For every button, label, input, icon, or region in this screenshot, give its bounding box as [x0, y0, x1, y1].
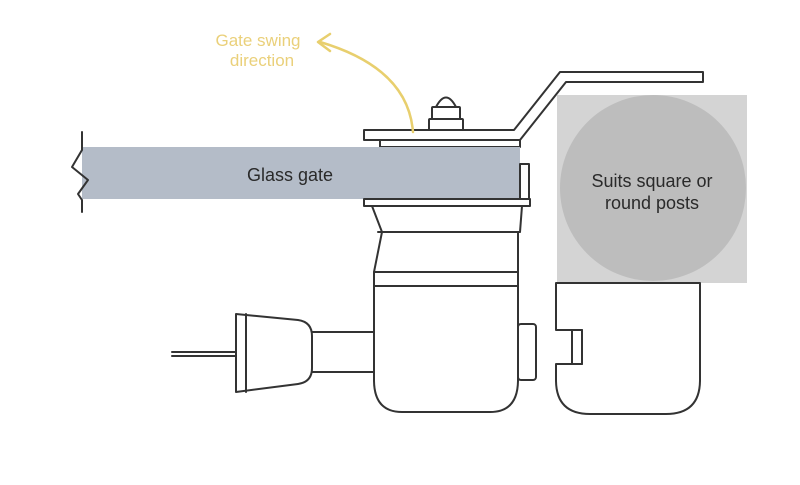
- curved-arrow-icon: [316, 32, 415, 134]
- top-clamp-plate: [379, 139, 521, 148]
- post-compatibility-label-line2: round posts: [605, 193, 699, 213]
- swing-direction-label-line2: direction: [230, 51, 294, 70]
- bolt-nut-icon: [428, 96, 464, 131]
- bottom-clamp-plate: [363, 198, 531, 207]
- glass-gasket: [519, 163, 530, 201]
- spindle: [307, 331, 375, 373]
- glass-gate-label: Glass gate: [247, 165, 333, 185]
- post-clamp: [555, 282, 701, 415]
- adjustment-cap: [235, 313, 313, 393]
- side-knob: [517, 323, 537, 381]
- hinge-cup-body: [371, 205, 523, 233]
- round-post: [560, 95, 746, 281]
- swing-direction-label-line1: Gate swing: [215, 31, 300, 50]
- post-compatibility-label-line1: Suits square or: [591, 171, 712, 191]
- hinge-barrel: [373, 271, 519, 413]
- glass-panel: [82, 147, 520, 199]
- zigzag-break-icon: [71, 131, 89, 213]
